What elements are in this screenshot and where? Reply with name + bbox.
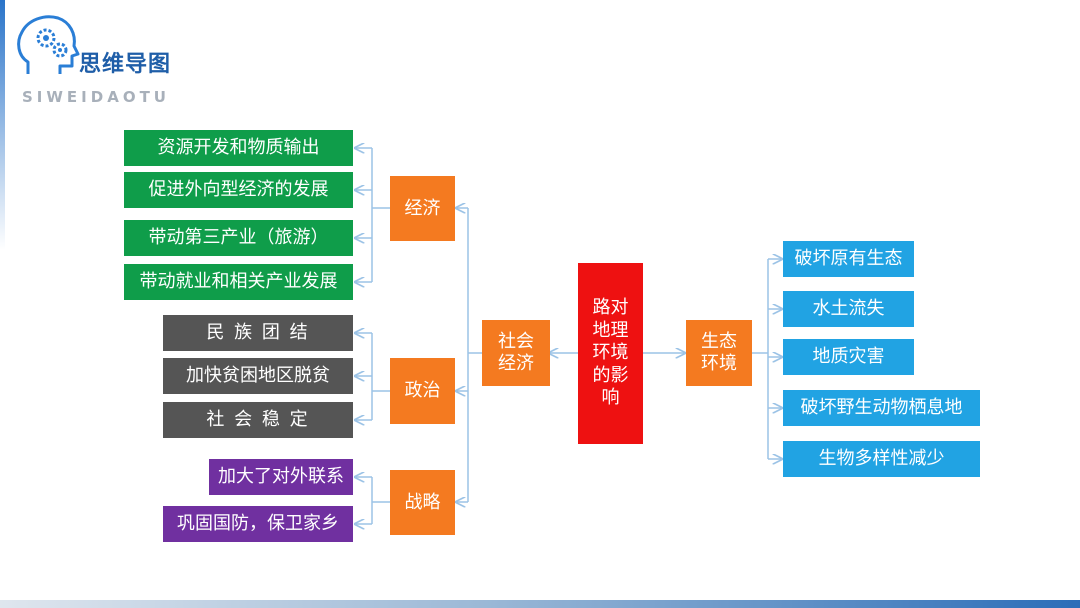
ecology-item: 破坏原有生态 xyxy=(783,241,914,277)
left-accent-stripe xyxy=(0,0,5,250)
logo-title: 思维导图 xyxy=(79,52,172,77)
politics-item: 民 族 团 结 xyxy=(163,315,353,351)
group-politics: 政治 xyxy=(390,358,455,424)
strategy-item: 加大了对外联系 xyxy=(209,459,353,495)
economy-item: 资源开发和物质输出 xyxy=(124,130,353,166)
bottom-decorative-bar xyxy=(0,600,1080,608)
economy-item: 带动第三产业（旅游） xyxy=(124,220,353,256)
brain-gears-icon xyxy=(17,15,80,74)
branch-ecological-environment: 生态环境 xyxy=(686,320,752,386)
branch-social-economy: 社会经济 xyxy=(482,320,550,386)
group-strategy: 战略 xyxy=(390,470,455,535)
ecology-item: 水土流失 xyxy=(783,291,914,327)
ecology-item: 破坏野生动物栖息地 xyxy=(783,390,980,426)
group-economy: 经济 xyxy=(390,176,455,241)
ecology-item: 生物多样性减少 xyxy=(783,441,980,477)
economy-item: 促进外向型经济的发展 xyxy=(124,172,353,208)
politics-item: 加快贫困地区脱贫 xyxy=(163,358,353,394)
center-node: 路对地理环境的影响 xyxy=(578,263,643,444)
politics-item: 社 会 稳 定 xyxy=(163,402,353,438)
logo: 思维导图 SIWEIDAOTU xyxy=(14,12,214,112)
strategy-item: 巩固国防，保卫家乡 xyxy=(163,506,353,542)
economy-item: 带动就业和相关产业发展 xyxy=(124,264,353,300)
logo-subtitle: SIWEIDAOTU xyxy=(22,88,170,106)
ecology-item: 地质灾害 xyxy=(783,339,914,375)
